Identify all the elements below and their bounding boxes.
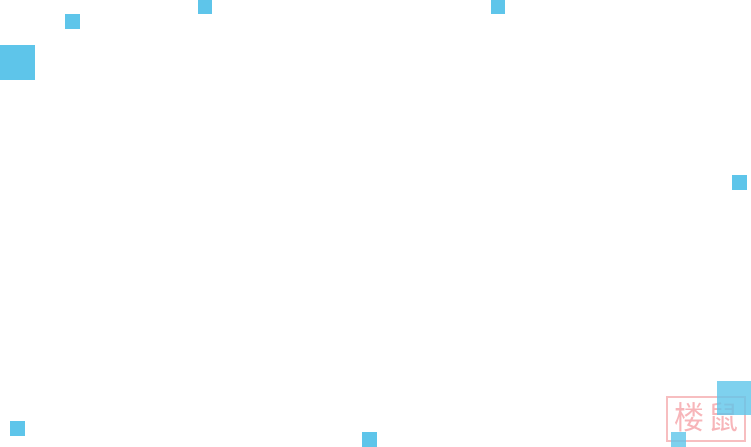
decorative-square [10,421,25,436]
decorative-square [65,14,80,29]
decorative-square [198,0,212,14]
decorative-square [0,45,35,80]
decorative-square [491,0,505,14]
decorative-square [732,175,747,190]
decorative-square [671,432,686,447]
decorative-square [362,432,377,447]
seal-char-1: 楼 [674,400,704,437]
decorative-square [717,381,751,415]
